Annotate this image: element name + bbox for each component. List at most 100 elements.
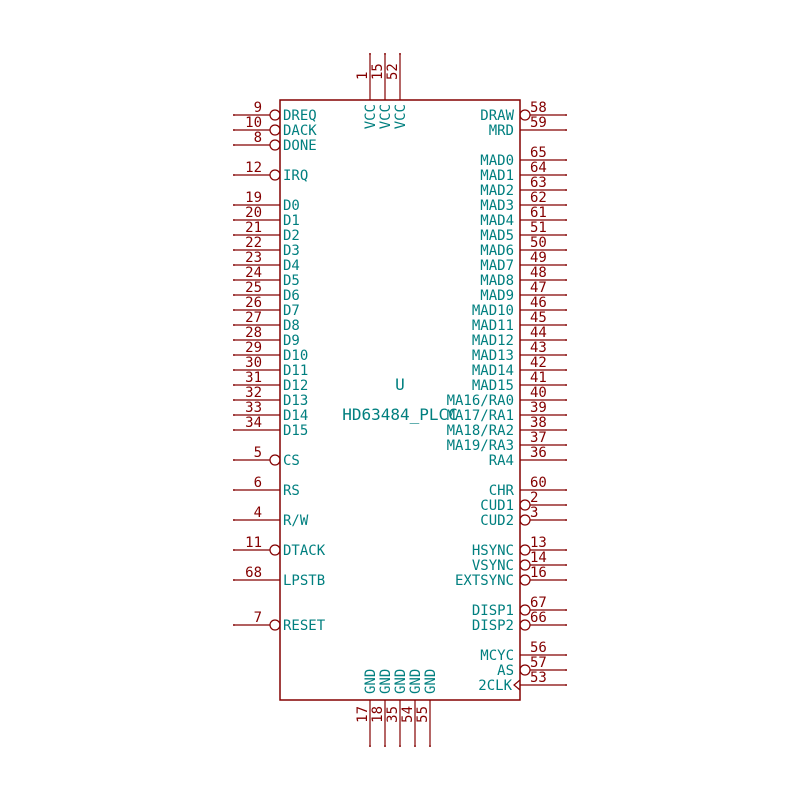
pin-end: [565, 309, 567, 311]
pin-d4[interactable]: [233, 264, 280, 266]
pin-2clk[interactable]: [513, 679, 567, 691]
pin-number: 44: [530, 325, 547, 341]
pin-name: D8: [283, 318, 300, 334]
pin-mad7[interactable]: [520, 264, 567, 266]
pin-d5[interactable]: [233, 279, 280, 281]
pin-d8[interactable]: [233, 324, 280, 326]
pin-number: 36: [530, 445, 547, 461]
pin-done[interactable]: [233, 139, 281, 151]
pin-d3[interactable]: [233, 249, 280, 251]
pin-name: MAD13: [472, 348, 514, 364]
pin-chr[interactable]: [520, 489, 567, 491]
pin-number: 56: [530, 640, 547, 656]
pin-mcyc[interactable]: [520, 654, 567, 656]
pin-mad13[interactable]: [520, 354, 567, 356]
pin-number: 35: [385, 706, 401, 723]
pin-number: 39: [530, 400, 547, 416]
pin-ma18-ra2[interactable]: [520, 429, 567, 431]
pin-gnd-17[interactable]: [369, 700, 371, 747]
pin-number: 27: [245, 310, 262, 326]
pin-ra4[interactable]: [520, 459, 567, 461]
pin-gnd-55[interactable]: [429, 700, 431, 747]
pin-end: [414, 745, 416, 747]
pin-ma19-ra3[interactable]: [520, 444, 567, 446]
pin-number: 18: [370, 706, 386, 723]
pin-name: GND: [423, 669, 439, 694]
pin-mad12[interactable]: [520, 339, 567, 341]
pin-d11[interactable]: [233, 369, 280, 371]
pin-number: 34: [245, 415, 262, 431]
pin-number: 61: [530, 205, 547, 221]
pin-name: D13: [283, 393, 308, 409]
pin-name: MAD3: [480, 198, 514, 214]
pin-d12[interactable]: [233, 384, 280, 386]
pin-d10[interactable]: [233, 354, 280, 356]
pin-number: 52: [385, 63, 401, 80]
pin-mad15[interactable]: [520, 384, 567, 386]
pin-d7[interactable]: [233, 309, 280, 311]
pin-gnd-54[interactable]: [414, 700, 416, 747]
component-value: HD63484_PLCC: [342, 405, 458, 424]
pin-end: [369, 745, 371, 747]
pin-mad0[interactable]: [520, 159, 567, 161]
pin-mad9[interactable]: [520, 294, 567, 296]
pin-vcc-15[interactable]: [384, 53, 386, 100]
pin-number: 8: [254, 130, 262, 146]
pin-end: [565, 489, 567, 491]
pin-rs[interactable]: [233, 489, 280, 491]
pin-mad10[interactable]: [520, 309, 567, 311]
component-body[interactable]: [279, 99, 521, 701]
pin-vcc-52[interactable]: [399, 53, 401, 100]
pin-d9[interactable]: [233, 339, 280, 341]
pin-name: D9: [283, 333, 300, 349]
pin-number: 17: [355, 706, 371, 723]
pin-r-w[interactable]: [233, 519, 280, 521]
pin-gnd-35[interactable]: [399, 700, 401, 747]
pin-d1[interactable]: [233, 219, 280, 221]
pin-mad1[interactable]: [520, 174, 567, 176]
pin-d13[interactable]: [233, 399, 280, 401]
pin-number: 13: [530, 535, 547, 551]
pin-number: 26: [245, 295, 262, 311]
pin-name: MA16/RA0: [447, 393, 514, 409]
pin-number: 16: [530, 565, 547, 581]
pin-number: 12: [245, 160, 262, 176]
pin-mad4[interactable]: [520, 219, 567, 221]
pin-number: 9: [254, 100, 262, 116]
pin-number: 3: [530, 505, 538, 521]
pin-end: [565, 369, 567, 371]
pin-end: [233, 309, 235, 311]
pin-name: D10: [283, 348, 308, 364]
pin-ma16-ra0[interactable]: [520, 399, 567, 401]
pin-mrd[interactable]: [520, 129, 567, 131]
pin-name: D11: [283, 363, 308, 379]
pin-end: [565, 189, 567, 191]
pin-name: DACK: [283, 123, 317, 139]
pin-mad6[interactable]: [520, 249, 567, 251]
pin-name: DONE: [283, 138, 317, 154]
pin-number: 53: [530, 670, 547, 686]
pin-name: D1: [283, 213, 300, 229]
pin-d14[interactable]: [233, 414, 280, 416]
pin-number: 11: [245, 535, 262, 551]
pin-gnd-18[interactable]: [384, 700, 386, 747]
pin-name: MAD6: [480, 243, 514, 259]
pin-mad5[interactable]: [520, 234, 567, 236]
pin-ma17-ra1[interactable]: [520, 414, 567, 416]
pin-d15[interactable]: [233, 429, 280, 431]
pin-d2[interactable]: [233, 234, 280, 236]
pin-end: [384, 53, 386, 55]
pin-vcc-1[interactable]: [369, 53, 371, 100]
pin-lpstb[interactable]: [233, 579, 280, 581]
pin-mad3[interactable]: [520, 204, 567, 206]
pin-end: [233, 279, 235, 281]
pin-d6[interactable]: [233, 294, 280, 296]
pin-name: MA18/RA2: [447, 423, 514, 439]
pin-number: 48: [530, 265, 547, 281]
pin-name: MAD10: [472, 303, 514, 319]
pin-mad11[interactable]: [520, 324, 567, 326]
pin-mad8[interactable]: [520, 279, 567, 281]
pin-d0[interactable]: [233, 204, 280, 206]
pin-mad2[interactable]: [520, 189, 567, 191]
pin-mad14[interactable]: [520, 369, 567, 371]
